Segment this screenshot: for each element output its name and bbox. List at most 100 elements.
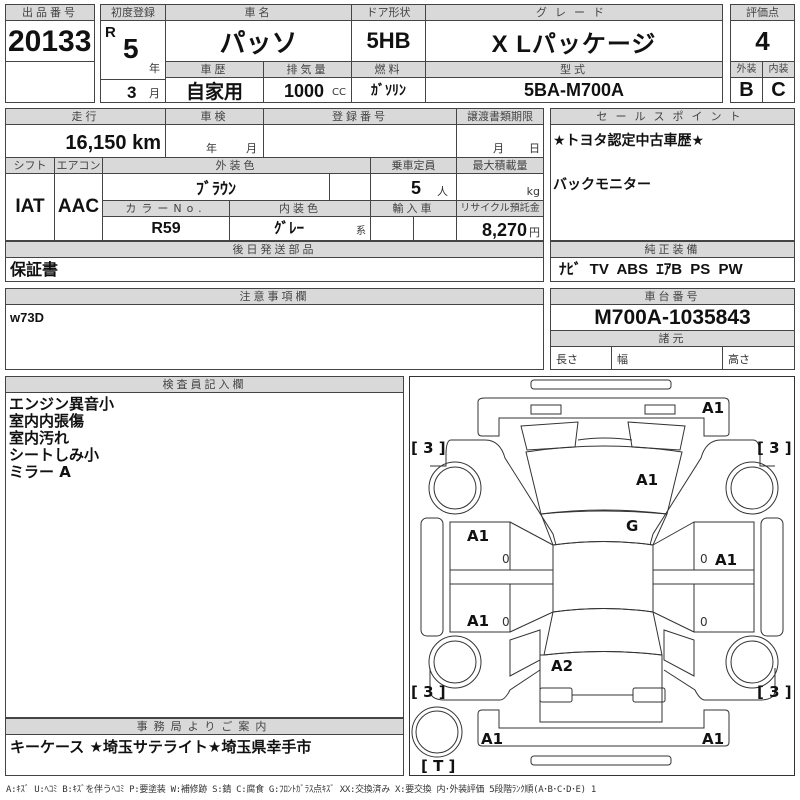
transfer-day-unit: 日 — [529, 142, 540, 155]
capacity-cell: 5 人 — [370, 173, 457, 201]
inspector-label: 検査員記入欄 — [5, 376, 404, 393]
recycle-unit: 円 — [529, 226, 540, 239]
spec-width: 幅 — [617, 353, 628, 366]
notes-cell: w73D — [5, 304, 544, 370]
import-cell-1 — [370, 216, 414, 241]
shift-label: シフト — [5, 157, 55, 174]
year-unit: 年 — [149, 62, 160, 75]
inspection-year-unit: 年 — [206, 142, 217, 155]
mark-rear-bumper-left: A1 — [481, 730, 504, 748]
displacement-unit: CC — [332, 87, 346, 98]
equipment: ﾅﾋﾞ TV ABS ｴｱB PS PW — [559, 261, 743, 278]
recycle-cell: 8,270 円 — [456, 216, 544, 241]
inspection-cell: 年 月 — [165, 124, 264, 158]
mark-front-right-door: A1 — [715, 551, 738, 569]
mark-hood: A1 — [636, 471, 659, 489]
transfer-month-unit: 月 — [493, 142, 504, 155]
mark-front-left-door: A1 — [467, 527, 490, 545]
score-label: 評価点 — [730, 4, 795, 21]
fuel-label: 燃料 — [351, 61, 426, 78]
door-label: ドア形状 — [351, 4, 426, 21]
model-label: 型式 — [425, 61, 723, 78]
chassis-cell: M700A-1035843 — [550, 304, 795, 331]
displacement: 1000 — [284, 81, 325, 101]
later-parts: 保証書 — [10, 260, 59, 279]
mark-front-bumper: A1 — [702, 399, 725, 417]
mileage: 16,150 km — [65, 132, 161, 154]
transfer-deadline-cell: 月 日 — [456, 124, 544, 158]
fuel: ｶﾞｿﾘﾝ — [371, 83, 406, 99]
later-parts-cell: 保証書 — [5, 257, 544, 282]
sales-point-line: バックモニター — [553, 177, 651, 193]
door-type: 5HB — [366, 28, 411, 53]
mark-rear-left-door: A1 — [467, 612, 490, 630]
shift-cell: IAT — [5, 173, 55, 241]
int-color: ｸﾞﾚｰ — [274, 219, 305, 237]
car-name: パッソ — [219, 27, 298, 58]
score-cell: 4 — [730, 20, 795, 62]
tire-rear-left: [ 3 ] — [411, 683, 446, 701]
first-reg-year-cell: R 5 年 — [100, 20, 166, 80]
mileage-cell: 16,150 km — [5, 124, 166, 158]
interior-score: C — [771, 78, 786, 101]
lot-cell: 20133 — [5, 20, 95, 62]
spec-height: 高さ — [728, 353, 750, 366]
notes: w73D — [10, 310, 44, 325]
equipment-cell: ﾅﾋﾞ TV ABS ｴｱB PS PW — [550, 257, 795, 282]
history: 自家用 — [185, 80, 243, 103]
model: 5BA-M700A — [523, 79, 625, 100]
car-name-cell: パッソ — [165, 20, 352, 62]
office-notice: キーケース ★埼玉サテライト★埼玉県幸手市 — [10, 738, 312, 756]
tire-rear-right: [ 3 ] — [757, 683, 792, 701]
spec-length-cell: 長さ — [550, 346, 612, 370]
max-load-unit: kg — [526, 185, 540, 198]
mark-trunk: A2 — [551, 657, 574, 675]
int-color-cell: ｸﾞﾚｰ 系 — [229, 216, 371, 241]
capacity-label: 乗車定員 — [370, 157, 457, 174]
grade-label: グレード — [425, 4, 723, 21]
inspector-cell: エンジン異音小 室内内張傷 室内汚れ シートしみ小 ミラー A — [5, 392, 404, 718]
first-reg-month-cell: 3 月 — [100, 79, 166, 103]
aircon-label: エアコン — [54, 157, 103, 174]
int-color-suffix: 系 — [356, 226, 366, 237]
legend: A:ｷｽﾞ U:ﾍｺﾐ B:ｷｽﾞを伴うﾍｺﾐ P:要塗装 W:補修跡 S:錆 … — [6, 785, 596, 795]
interior-cell: C — [762, 77, 795, 103]
inspector-line: ミラー A — [9, 463, 71, 481]
color-no-label: カラーNo. — [102, 200, 230, 217]
lot-label: 出品番号 — [5, 4, 95, 21]
chassis-number: M700A-1035843 — [594, 305, 751, 329]
recycle-fee: 8,270 — [481, 220, 527, 240]
reg-year: 5 — [123, 33, 139, 64]
reg-number-cell — [263, 124, 457, 158]
ext-color-extra-cell — [329, 173, 371, 201]
exterior-score: B — [739, 78, 754, 101]
door-zero: 0 — [502, 615, 510, 629]
ext-color-label: 外装色 — [102, 157, 371, 174]
recycle-label: リサイクル預託金 — [456, 200, 544, 217]
sales-points-label: セールスポイント — [550, 108, 795, 125]
displacement-cell: 1000 CC — [263, 77, 352, 103]
history-cell: 自家用 — [165, 77, 264, 103]
specs-label: 諸元 — [550, 330, 795, 347]
door-zero: 0 — [502, 552, 510, 566]
fuel-cell: ｶﾞｿﾘﾝ — [351, 77, 426, 103]
inspection-label: 車検 — [165, 108, 264, 125]
inspector-line: シートしみ小 — [9, 446, 100, 464]
lot-blank-cell — [5, 61, 95, 103]
grade: X Lパッケージ — [491, 30, 657, 58]
import-cell-2 — [413, 216, 457, 241]
month-unit: 月 — [149, 87, 160, 100]
sales-point-line: ★トヨタ認定中古車歴★ — [553, 133, 705, 149]
car-name-label: 車名 — [165, 4, 352, 21]
transfer-deadline-label: 譲渡書類期限 — [456, 108, 544, 125]
inspector-line: 室内内張傷 — [9, 412, 85, 430]
tire-spare: [ T ] — [421, 757, 456, 775]
door-zero: 0 — [700, 552, 708, 566]
mark-roof: G — [626, 517, 639, 535]
door-cell: 5HB — [351, 20, 426, 62]
tire-front-right: [ 3 ] — [757, 439, 792, 457]
first-reg-label: 初度登録 — [100, 4, 166, 21]
spec-length: 長さ — [556, 353, 578, 366]
sales-point-line — [553, 152, 792, 174]
mark-rear-bumper-right: A1 — [702, 730, 725, 748]
